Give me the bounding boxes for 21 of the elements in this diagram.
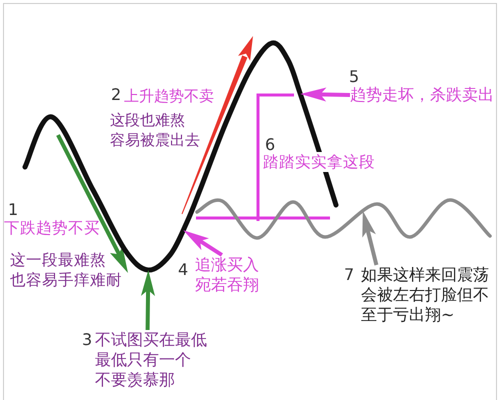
annotation-text: 这一段最难熬也容易手痒难耐 bbox=[10, 250, 122, 290]
callout-number: 4 bbox=[178, 260, 188, 280]
annotation-title: 上升趋势不卖 bbox=[124, 86, 214, 106]
annotation-text: 不试图买在最低最低只有一个不要羡慕那 bbox=[95, 330, 207, 390]
arrow bbox=[360, 210, 378, 266]
callout-number: 1 bbox=[8, 200, 18, 220]
annotation-text: 追涨买入宛若吞翔 bbox=[195, 255, 259, 295]
arrow bbox=[182, 228, 223, 257]
callout-number: 2 bbox=[111, 85, 122, 105]
wavy-line bbox=[195, 198, 492, 240]
annotation-title: 踏踏实实拿这段 bbox=[262, 152, 376, 172]
callout-number: 3 bbox=[82, 330, 92, 350]
annotation-text: 这段也难熬容易被震出去 bbox=[110, 110, 200, 150]
arrow bbox=[141, 270, 155, 330]
annotation-text: 如果这样来回震荡会被左右打脸但不至于亏出翔~ bbox=[361, 265, 489, 325]
callout-number: 5 bbox=[349, 67, 360, 87]
callout-number: 7 bbox=[344, 265, 354, 285]
annotation-text: 趋势走坏，杀跌卖出 bbox=[350, 85, 494, 105]
annotation-title: 下跌趋势不买 bbox=[4, 218, 100, 238]
arrow bbox=[300, 88, 350, 102]
callout-number: 6 bbox=[265, 135, 276, 154]
